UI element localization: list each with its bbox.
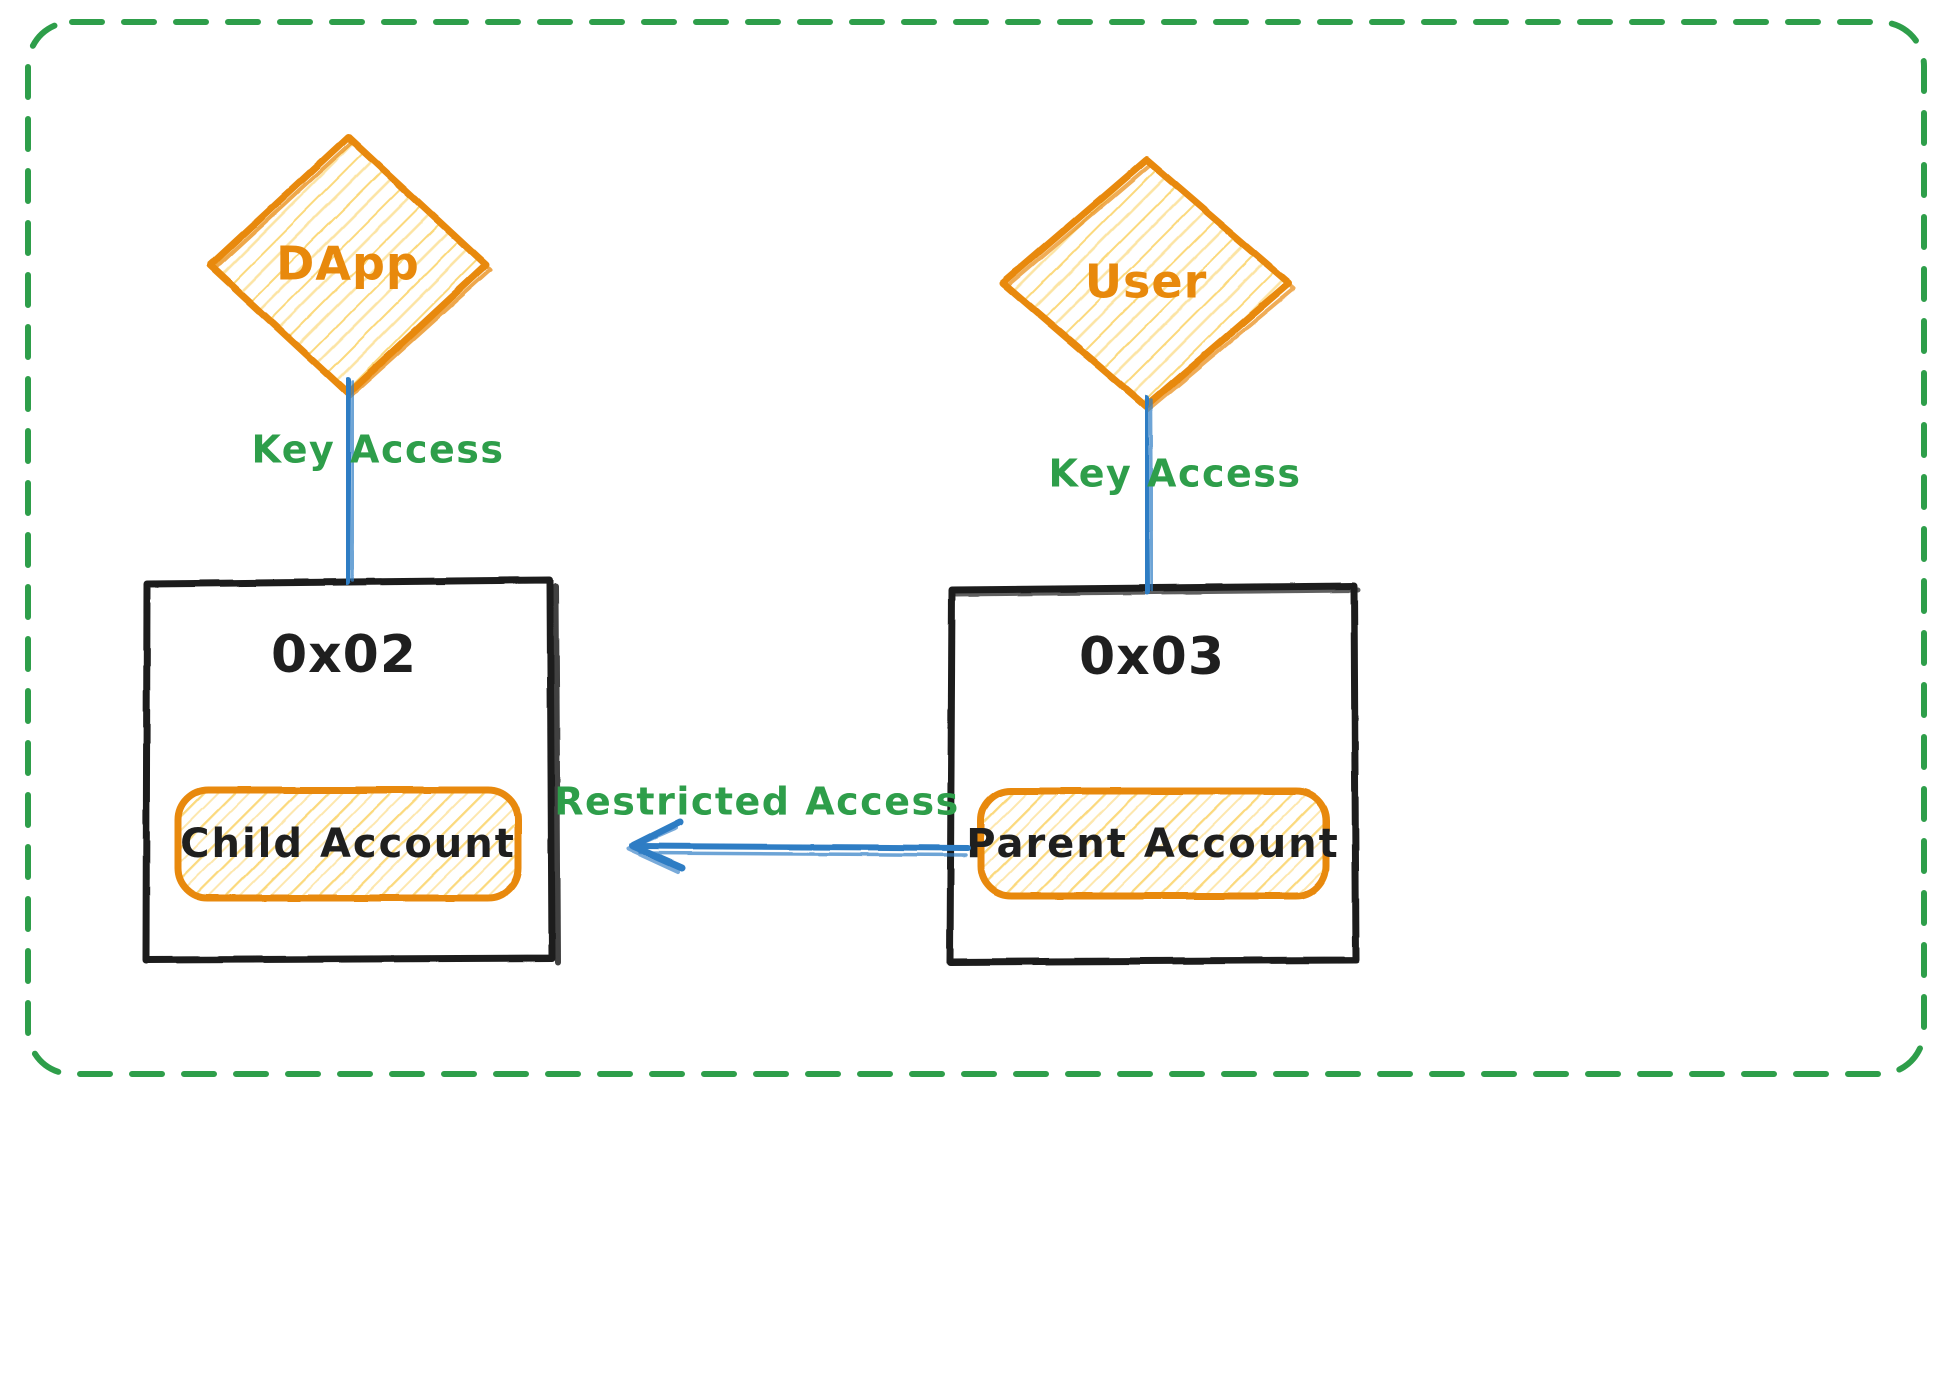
outer-frame [25,19,1927,1077]
parent-account-pill-fill [981,791,1326,896]
child-account-label: Child Account [180,821,516,867]
node-dapp[interactable]: DApp [206,133,492,398]
key-access-right-label: Key Access [1048,452,1301,496]
edge-dapp-to-child[interactable]: Key Access [251,377,504,585]
child-account-pill-fill [178,790,518,898]
user-label: User [1085,255,1208,309]
child-account-pill-outline [174,786,522,902]
key-access-left-label: Key Access [251,428,504,472]
box-0x03-label: 0x03 [1079,627,1225,687]
key-access-left-arrow-line [344,377,351,585]
box-0x02-label: 0x02 [271,625,417,685]
restricted-access-arrowhead-echo [626,826,680,874]
pill-child-account[interactable]: Child Account [174,786,522,902]
pill-parent-account[interactable]: Parent Account [966,787,1340,900]
edge-parent-to-child[interactable]: Restricted Access [554,780,971,874]
box-0x03-outline [946,582,1360,966]
dapp-label: DApp [276,237,420,291]
parent-account-label: Parent Account [966,821,1340,867]
edge-user-to-parent[interactable]: Key Access [1048,395,1301,595]
box-0x02-outline [142,576,556,964]
box-0x02-outline-echo [553,583,561,965]
parent-account-pill-outline [977,787,1330,900]
key-access-right-arrow-line [1143,395,1150,595]
restricted-access-arrow-line-echo [638,851,968,857]
restricted-access-label: Restricted Access [554,780,959,824]
restricted-access-arrow-line [632,843,971,851]
key-access-right-arrow-line-echo [1149,398,1154,592]
box-account-0x02[interactable]: 0x02 Child Account [142,576,561,965]
box-account-0x03[interactable]: 0x03 Parent Account [946,582,1361,966]
outer-frame-border [25,19,1927,1077]
node-user[interactable]: User [999,156,1296,412]
key-access-left-arrow-line-echo [350,380,355,582]
box-0x03-outline-echo [953,587,1361,597]
